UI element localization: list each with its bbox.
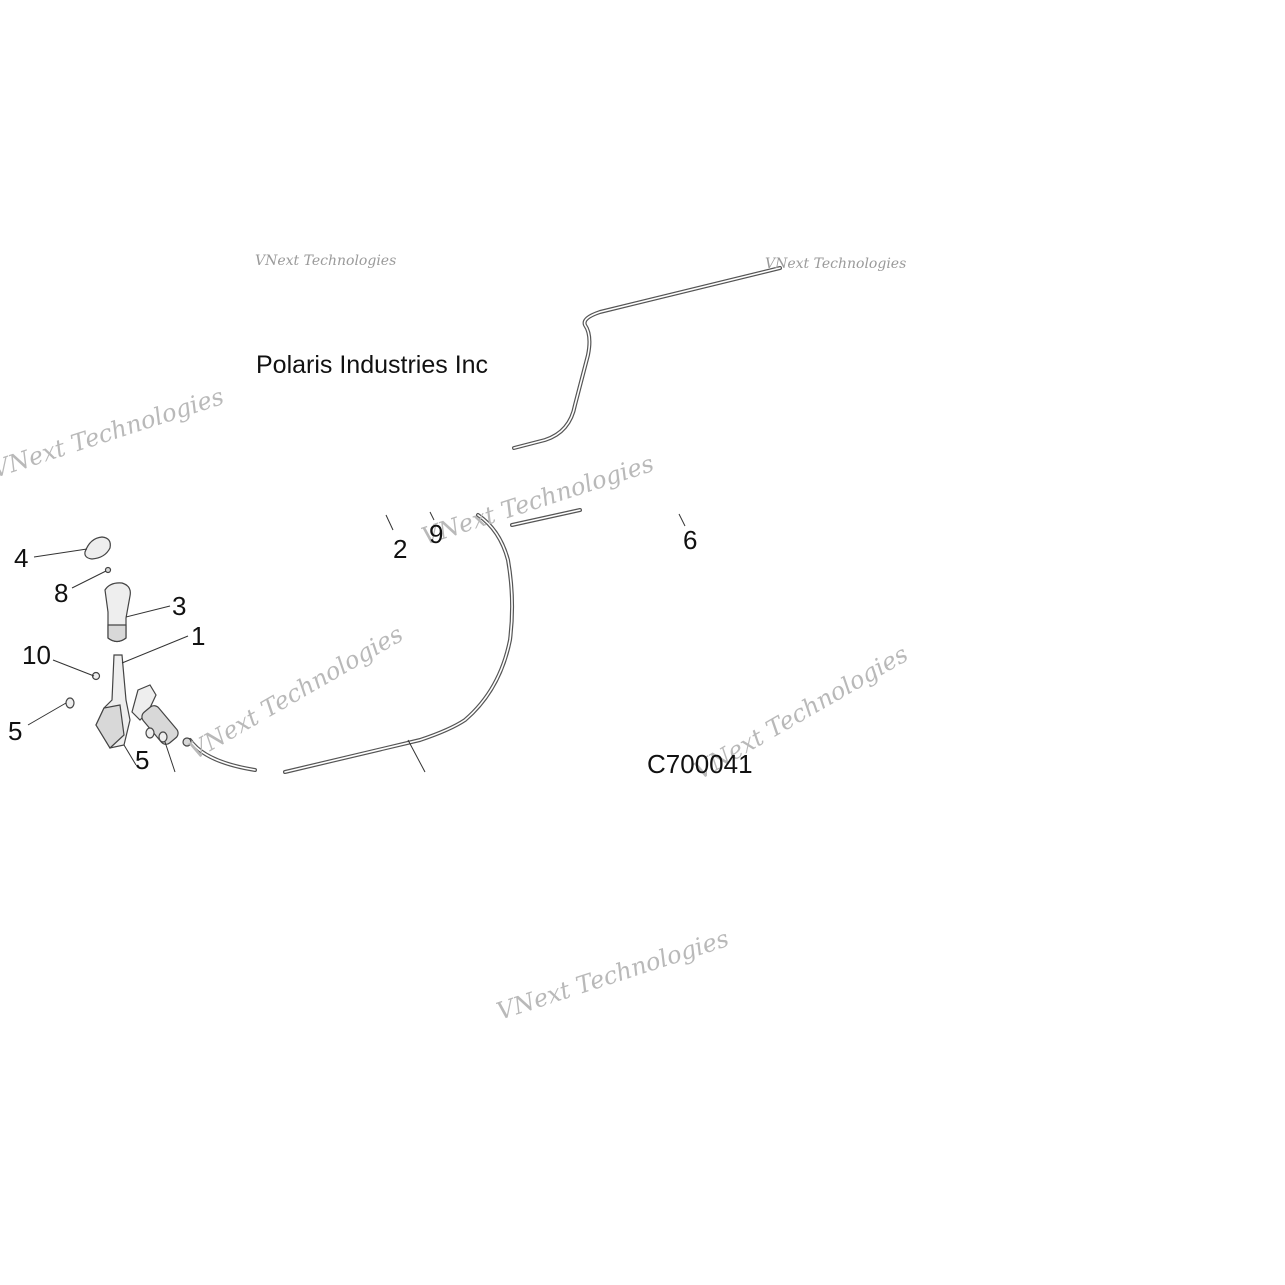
callout-4: 4 [14,543,28,573]
lower-cable [283,508,582,774]
watermark-text: VNext Technologies [493,924,732,1025]
lever-cable-end [188,738,257,772]
watermark-text: VNext Technologies [255,253,396,269]
figure-code: C700041 [647,749,753,779]
watermark-text: VNext Technologies [418,449,657,550]
callout-2: 2 [393,534,407,564]
watermark-text: VNext Technologies [184,620,408,765]
callout-1: 1 [191,621,205,651]
callout-9: 9 [429,519,443,549]
bushing-part-b [145,727,168,743]
callout-5: 5 [8,716,22,746]
knob-cap-part [84,536,111,560]
callout-6: 6 [683,525,697,555]
nut-part-10 [91,671,101,681]
bushing-part-a [65,697,75,709]
copyright-label: Polaris Industries Inc [256,351,488,379]
upper-cable [512,266,782,450]
callout-10: 10 [22,640,51,670]
callout-8: 8 [54,578,68,608]
leader-lines [27,511,686,773]
watermark-text: VNext Technologies [765,256,906,272]
watermark-text: VNext Technologies [0,382,227,483]
callout-5: 5 [135,745,149,775]
screw-part [104,566,112,574]
shift-lever-part [95,654,131,749]
callout-3: 3 [172,591,186,621]
grip-boot-part [104,582,131,643]
